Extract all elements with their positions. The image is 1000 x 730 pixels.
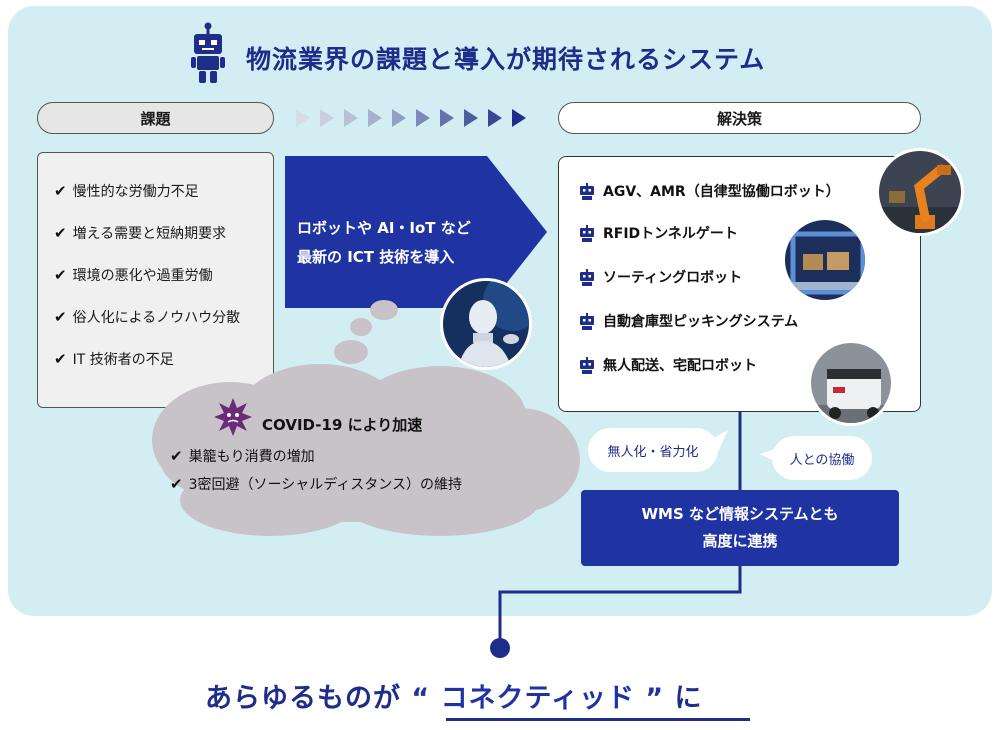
- solution-header: 解決策: [558, 102, 921, 134]
- thought-bubble: [370, 300, 398, 320]
- problem-header: 課題: [37, 102, 274, 134]
- virus-icon: [214, 398, 252, 436]
- covid-item: ✔3密回避（ソーシャルディスタンス）の維持: [170, 475, 462, 493]
- check-icon: ✔: [54, 350, 67, 368]
- covid-title: COVID-19 により加速: [262, 416, 423, 434]
- solution-item: 自動倉庫型ピッキングシステム: [579, 311, 798, 331]
- problem-item: ✔俗人化によるノウハウ分散: [54, 308, 241, 326]
- page-title: 物流業界の課題と導入が期待されるシステム: [246, 45, 766, 74]
- ict-arrow: [285, 156, 547, 308]
- connected-tagline: あらゆるものが “ コネクティッド ” に: [205, 683, 703, 714]
- robot-icon: [580, 356, 594, 374]
- robot-icon: [580, 182, 594, 200]
- delivery-robot-image: [808, 340, 894, 426]
- check-icon: ✔: [170, 475, 183, 493]
- robot-icon: [191, 22, 225, 83]
- speech-bubble-collaboration: 人との協働: [772, 436, 872, 480]
- speech-bubble-automation: 無人化・省力化: [588, 428, 718, 472]
- solution-item: AGV、AMR（自律型協働ロボット）: [579, 181, 840, 201]
- problem-item: ✔環境の悪化や過重労働: [54, 266, 213, 284]
- robot-icon: [580, 312, 594, 330]
- tagline-underline: [446, 718, 750, 721]
- problem-list-box: ✔慢性的な労働力不足 ✔増える需要と短納期要求 ✔環境の悪化や過重労働 ✔俗人化…: [37, 152, 274, 408]
- problem-item: ✔増える需要と短納期要求: [54, 224, 227, 242]
- thought-bubble: [334, 340, 368, 364]
- covid-item: ✔巣籠もり消費の増加: [170, 447, 315, 465]
- robot-arm-image: [876, 148, 964, 236]
- robot-icon: [580, 224, 594, 242]
- ict-arrow-text: ロボットや AI・IoT など 最新の ICT 技術を導入: [297, 219, 471, 266]
- check-icon: ✔: [170, 447, 183, 465]
- chevron-row-icon: [296, 109, 526, 127]
- wms-box: WMS など情報システムとも 高度に連携: [581, 490, 899, 566]
- solution-item: RFIDトンネルゲート: [579, 223, 738, 243]
- check-icon: ✔: [54, 308, 67, 326]
- solution-item: ソーティングロボット: [579, 267, 742, 287]
- check-icon: ✔: [54, 182, 67, 200]
- ai-robot-image: [440, 278, 532, 370]
- robot-icon: [580, 268, 594, 286]
- thought-bubble: [350, 318, 372, 336]
- covid-cloud: [152, 364, 580, 536]
- solution-item: 無人配送、宅配ロボット: [579, 355, 757, 375]
- check-icon: ✔: [54, 266, 67, 284]
- problem-item: ✔IT 技術者の不足: [54, 350, 174, 368]
- problem-item: ✔慢性的な労働力不足: [54, 182, 199, 200]
- check-icon: ✔: [54, 224, 67, 242]
- rfid-gate-image: [782, 217, 868, 303]
